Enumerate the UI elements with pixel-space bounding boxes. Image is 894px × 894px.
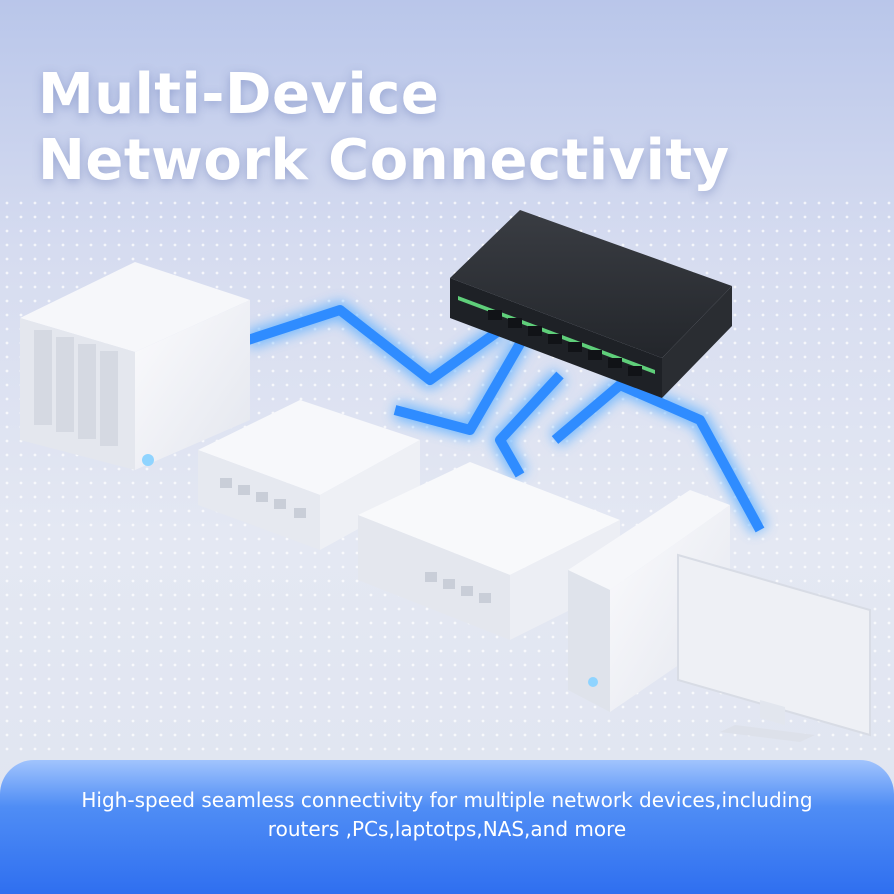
network-cables [245,301,768,535]
large-router [358,462,620,640]
caption-text: High-speed seamless connectivity for mul… [0,786,894,844]
pc-tower [568,490,730,712]
headline: Multi-Device Network Connectivity [38,62,730,194]
headline-line-1: Multi-Device [38,62,440,127]
network-switch [450,210,732,398]
caption-banner [0,760,894,894]
headline-line-2: Network Connectivity [38,128,730,193]
caption-line-1: High-speed seamless connectivity for mul… [81,788,813,812]
monitor [677,553,871,742]
small-router [198,400,420,550]
caption-line-2: routers ,PCs,laptotps,NAS,and more [267,817,627,841]
nas-device [20,262,250,470]
